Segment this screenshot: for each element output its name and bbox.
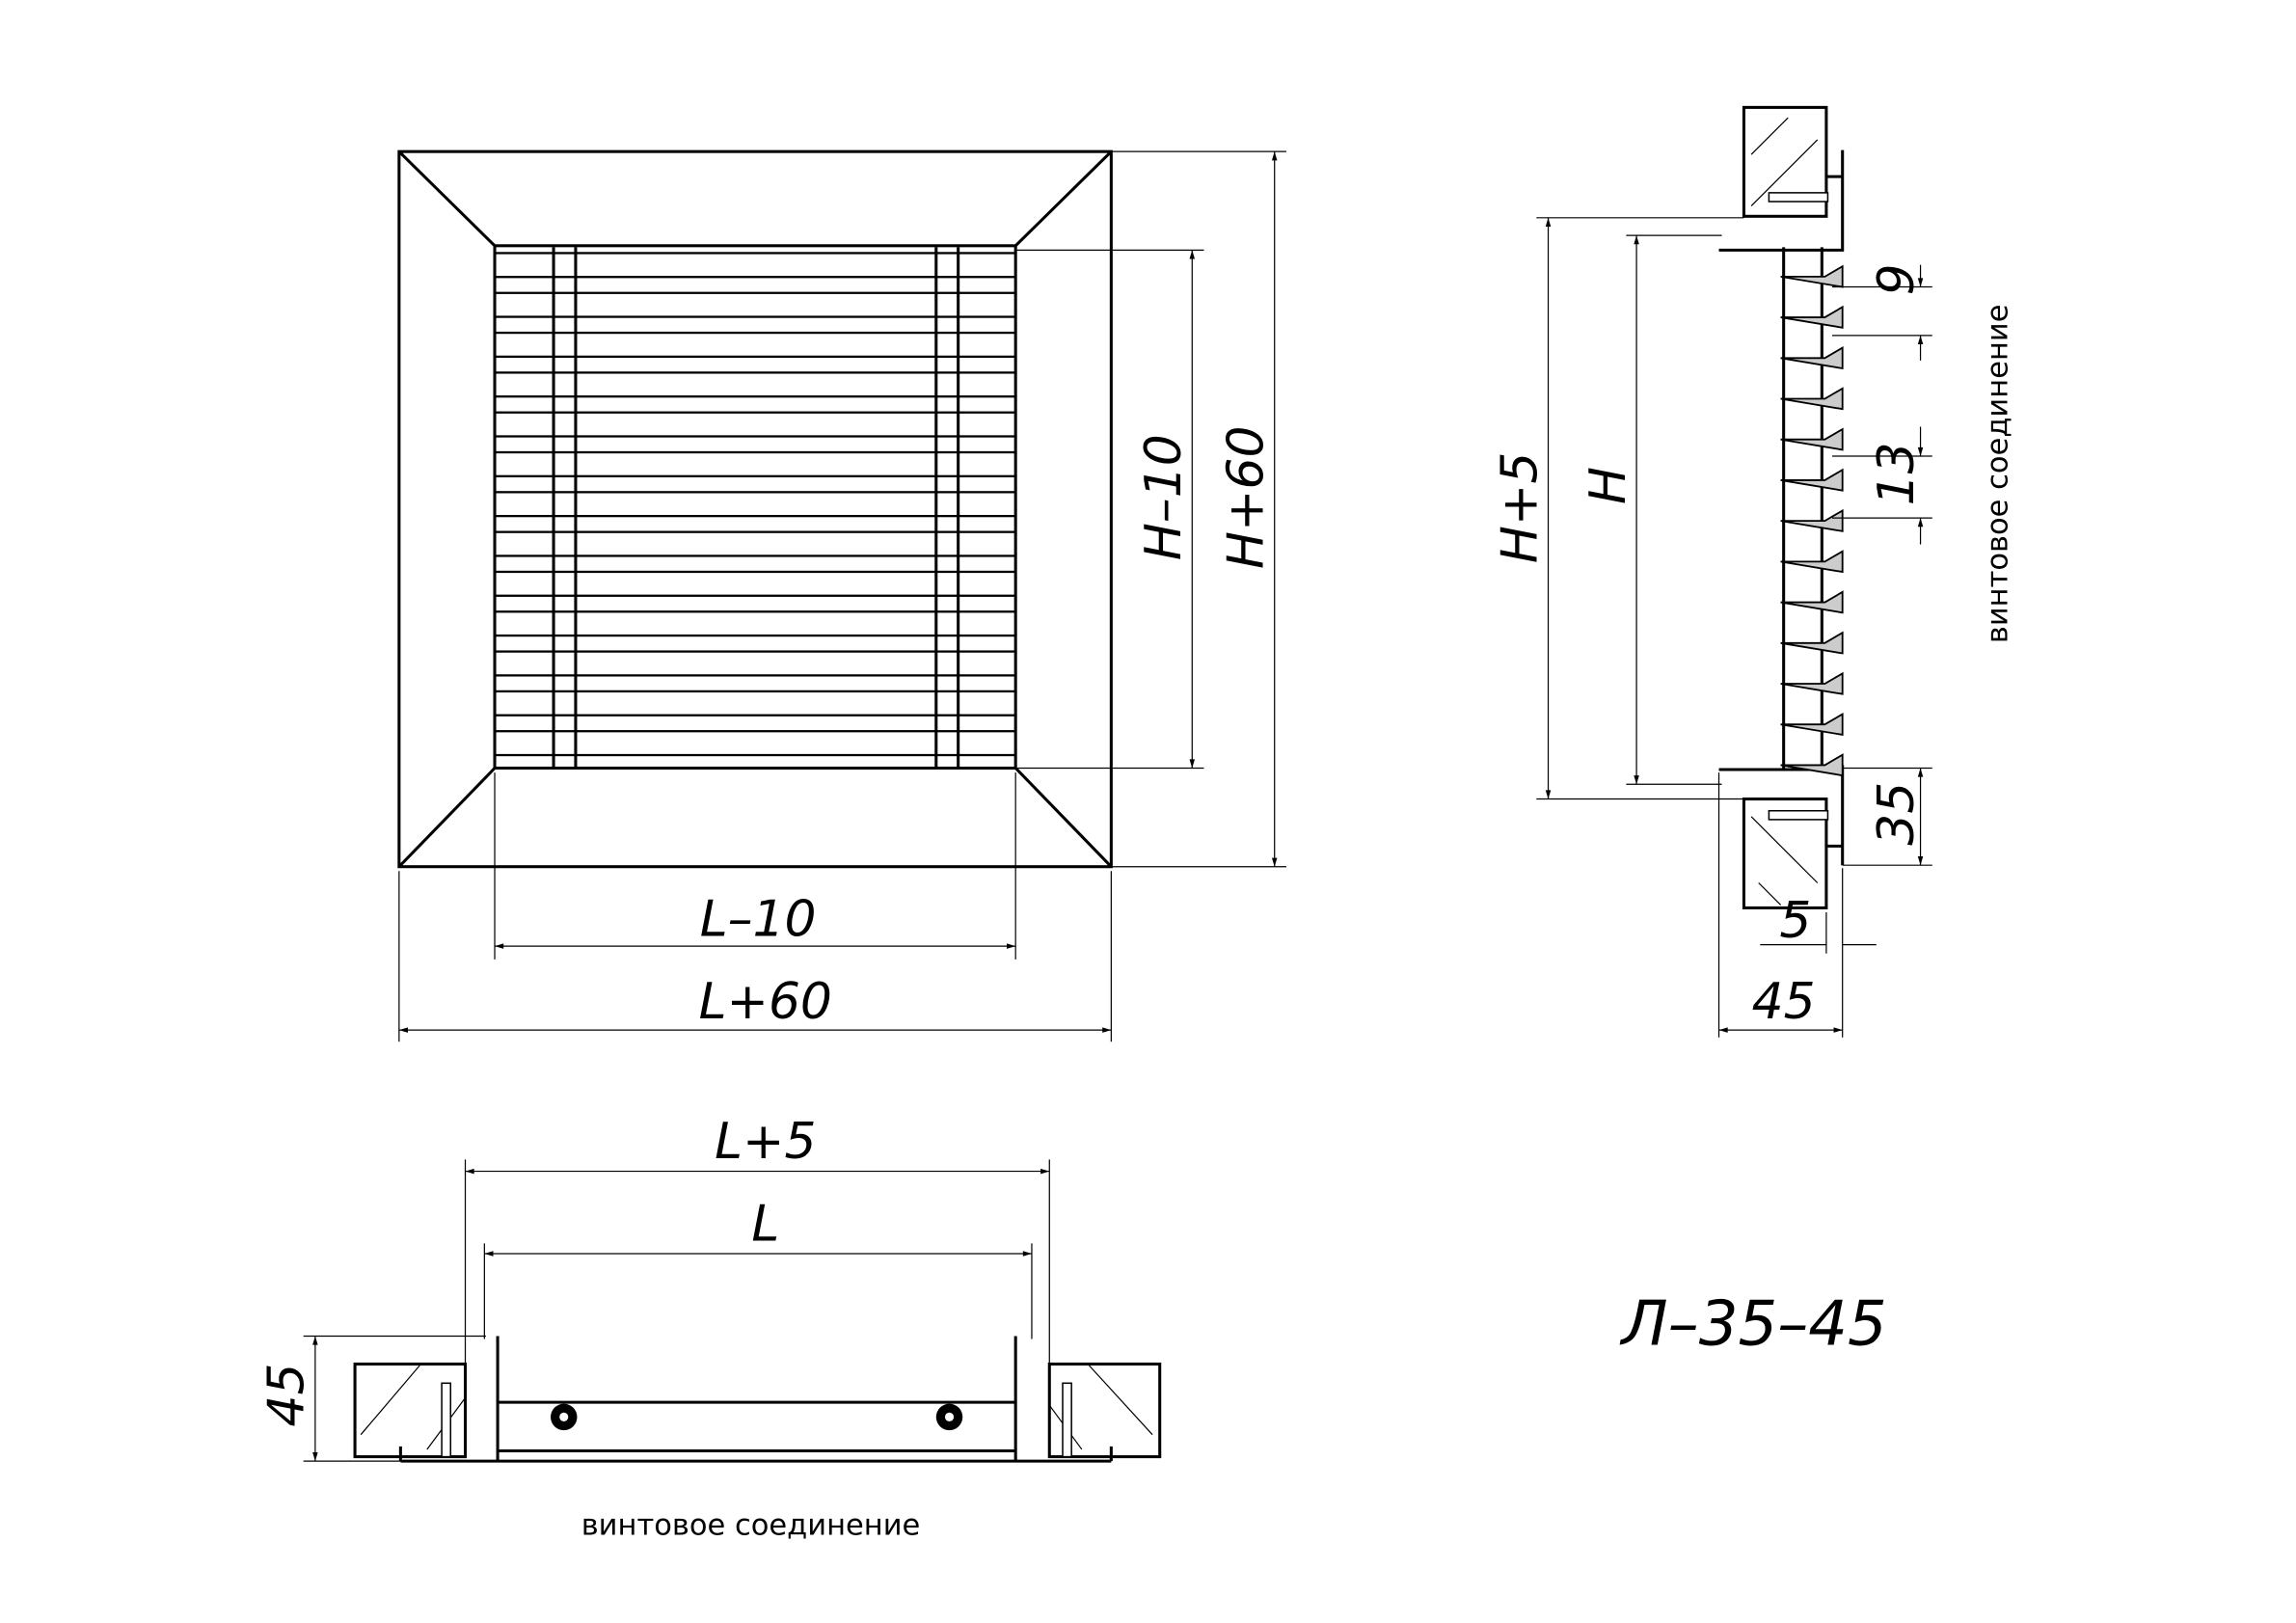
bottom-view: L+5 L 45 винтовое соединение — [258, 1113, 1162, 1542]
dim-inner-width: L–10 — [700, 890, 817, 948]
slat-blade — [1780, 346, 1844, 370]
frame-miters — [397, 150, 1113, 868]
screw-head-right — [935, 1403, 963, 1431]
slat — [493, 491, 1017, 518]
wall-section-bottom — [1742, 798, 1828, 909]
slat — [493, 291, 1017, 318]
dim-outer-height: H+60 — [1218, 426, 1276, 569]
slat — [493, 570, 1017, 597]
slat-blade — [1780, 631, 1844, 655]
dim-outer-width: L+60 — [699, 973, 832, 1031]
dim-width: L — [751, 1195, 779, 1253]
slat — [493, 530, 1017, 557]
frame-profile — [1718, 149, 1845, 866]
slat — [493, 450, 1017, 477]
connection-label-side: винтовое соединение — [1982, 305, 2015, 644]
side-slats — [1780, 264, 1844, 777]
slat-blade — [1780, 753, 1844, 777]
slat — [493, 690, 1017, 717]
screw-left — [441, 1382, 452, 1458]
slat — [493, 252, 1017, 279]
screw-head-left — [551, 1403, 578, 1431]
wall-section-right — [1047, 1362, 1162, 1459]
dim-flange: 5 — [1779, 892, 1811, 950]
slat — [493, 331, 1017, 359]
screw-top — [1768, 192, 1829, 203]
slat — [493, 610, 1017, 637]
side-view: H+5 H 9 13 35 5 45 винтовое соединение — [1491, 105, 2015, 1038]
slat — [493, 371, 1017, 398]
slat-blade — [1780, 508, 1844, 532]
dim-height: H — [1580, 467, 1637, 504]
slat-blade — [1780, 305, 1844, 329]
slat — [493, 411, 1017, 438]
slat-blade — [1780, 427, 1844, 451]
slat-supports — [552, 247, 960, 767]
wall-section-top — [1742, 105, 1828, 218]
slat-blade — [1780, 550, 1844, 574]
slat-blade — [1780, 264, 1844, 288]
slat-blade — [1780, 387, 1844, 411]
grille-slats — [493, 252, 1017, 757]
dim-slat-width: 9 — [1868, 263, 1926, 295]
dim-opening-width: L+5 — [715, 1113, 816, 1171]
wall-section-left — [353, 1362, 468, 1459]
connection-label-bottom: винтовое соединение — [581, 1508, 921, 1542]
dim-inner-height: H–10 — [1135, 434, 1193, 560]
dim-depth-bottom: 45 — [258, 1363, 316, 1426]
model-code: Л–35–45 — [1619, 1289, 1886, 1361]
slat-blade — [1780, 671, 1844, 695]
screw-bottom — [1768, 809, 1829, 821]
dim-slat-pitch: 13 — [1868, 442, 1926, 505]
front-view: H–10 H+60 L–10 L+60 — [397, 149, 1286, 1042]
dim-depth: 45 — [1752, 973, 1816, 1031]
slat — [493, 650, 1017, 677]
slat-blade — [1780, 590, 1844, 614]
slat-blade — [1780, 712, 1844, 736]
screw-right — [1062, 1382, 1072, 1458]
outer-frame — [397, 149, 1113, 869]
slat — [493, 730, 1017, 757]
dim-opening-height: H+5 — [1491, 452, 1549, 563]
frame-profile-bottom — [398, 1336, 1113, 1463]
slat-blade — [1780, 468, 1844, 492]
dim-frame-width: 35 — [1868, 782, 1926, 846]
